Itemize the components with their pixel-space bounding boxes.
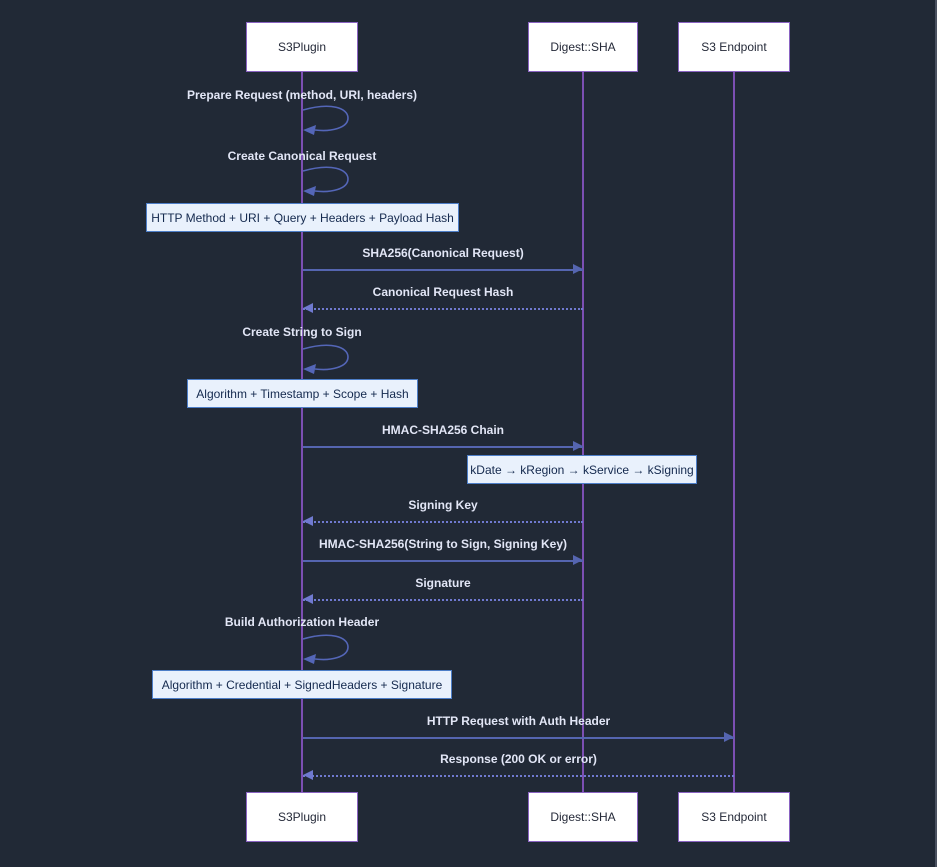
- message-label: SHA256(Canonical Request): [362, 246, 524, 260]
- participant-box-s3-endpoint: S3 Endpoint: [678, 22, 790, 72]
- participant-label: S3Plugin: [277, 810, 327, 824]
- message-label: HMAC-SHA256(String to Sign, Signing Key): [318, 537, 568, 551]
- participant-box-s3-endpoint: S3 Endpoint: [678, 792, 790, 842]
- message-label: Signing Key: [408, 498, 478, 512]
- lifeline-digest-sha: [582, 71, 584, 793]
- participant-label: S3 Endpoint: [701, 810, 767, 824]
- self-loop-icon: [301, 344, 353, 376]
- note: kDate → kRegion → kService → kSigning: [467, 455, 697, 484]
- message-label: Signature: [415, 576, 471, 590]
- lifeline-s3-endpoint: [733, 71, 735, 793]
- arrowhead-icon: [573, 555, 583, 565]
- self-message-label: Prepare Request (method, URI, headers): [186, 88, 418, 102]
- arrowhead-icon: [303, 770, 313, 780]
- participant-box-s3plugin: S3Plugin: [246, 22, 358, 72]
- message-line: [303, 560, 583, 562]
- message-label: Canonical Request Hash: [372, 285, 514, 299]
- self-loop-icon: [301, 105, 353, 137]
- window-right-edge: [935, 0, 937, 867]
- participant-label: Digest::SHA: [550, 40, 616, 54]
- arrowhead-icon: [303, 516, 313, 526]
- message-line: [303, 521, 583, 523]
- participant-box-s3plugin: S3Plugin: [246, 792, 358, 842]
- arrowhead-icon: [303, 594, 313, 604]
- message-line: [303, 446, 583, 448]
- arrowhead-icon: [573, 264, 583, 274]
- note: HTTP Method + URI + Query + Headers + Pa…: [146, 203, 459, 232]
- lifeline-s3plugin: [301, 71, 303, 793]
- message-line: [303, 599, 583, 601]
- message-line: [303, 737, 734, 739]
- arrowhead-icon: [573, 441, 583, 451]
- arrowhead-icon: [724, 732, 734, 742]
- self-message-label: Create Canonical Request: [227, 149, 377, 163]
- participant-label: S3Plugin: [277, 40, 327, 54]
- message-line: [303, 269, 583, 271]
- self-message-label: Build Authorization Header: [224, 615, 380, 629]
- message-label: HMAC-SHA256 Chain: [381, 423, 505, 437]
- participant-label: Digest::SHA: [550, 810, 616, 824]
- participant-label: S3 Endpoint: [701, 40, 767, 54]
- message-line: [303, 308, 583, 310]
- participant-box-digest-sha: Digest::SHA: [528, 792, 638, 842]
- message-line: [303, 775, 734, 777]
- self-message-label: Create String to Sign: [242, 325, 362, 339]
- message-label: Response (200 OK or error): [440, 752, 597, 766]
- note: Algorithm + Credential + SignedHeaders +…: [152, 670, 452, 699]
- message-label: HTTP Request with Auth Header: [426, 714, 611, 728]
- note: Algorithm + Timestamp + Scope + Hash: [187, 379, 418, 408]
- arrowhead-icon: [303, 303, 313, 313]
- self-loop-icon: [301, 166, 353, 198]
- participant-box-digest-sha: Digest::SHA: [528, 22, 638, 72]
- self-loop-icon: [301, 634, 353, 666]
